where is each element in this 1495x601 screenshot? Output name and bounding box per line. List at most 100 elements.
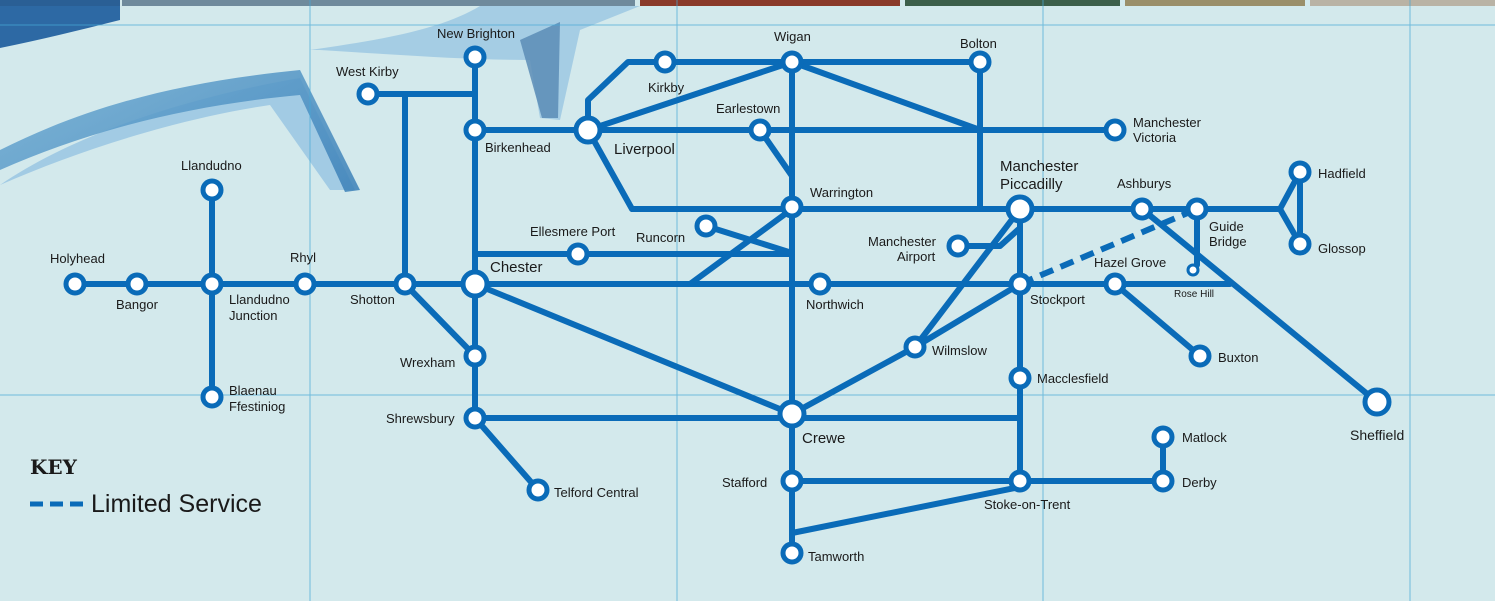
- station-earlestown[interactable]: [748, 118, 772, 142]
- station-glossop[interactable]: [1288, 232, 1312, 256]
- route-hazel-grove-buxton: [1112, 281, 1203, 359]
- label-bolton: Bolton: [960, 36, 997, 51]
- limited-service-lines: [1018, 206, 1199, 287]
- label-wigan: Wigan: [774, 29, 811, 44]
- label-stafford: Stafford: [722, 475, 767, 490]
- label-stoke: Stoke-on-Trent: [984, 497, 1071, 512]
- label-blaenau-2: Ffestiniog: [229, 399, 285, 414]
- station-northwich[interactable]: [808, 272, 832, 296]
- header-photo-strip: [0, 0, 1495, 6]
- coastline-decoration: [0, 6, 640, 192]
- station-ellesmere-port[interactable]: [566, 242, 590, 266]
- label-crewe: Crewe: [802, 430, 845, 447]
- station-labels: Holyhead Bangor Llandudno Llandudno Junc…: [50, 26, 1404, 564]
- station-shrewsbury[interactable]: [463, 406, 487, 430]
- label-warrington: Warrington: [810, 185, 873, 200]
- station-llandudno-junction[interactable]: [200, 272, 224, 296]
- station-llandudno[interactable]: [200, 178, 224, 202]
- station-guide-bridge[interactable]: [1185, 197, 1209, 221]
- station-ashburys[interactable]: [1130, 197, 1154, 221]
- station-kirkby[interactable]: [653, 50, 677, 74]
- station-warrington[interactable]: [780, 195, 804, 219]
- station-stafford[interactable]: [780, 469, 804, 493]
- label-glossop: Glossop: [1318, 241, 1366, 256]
- label-northwich: Northwich: [806, 297, 864, 312]
- station-chester[interactable]: [460, 269, 490, 299]
- label-telford: Telford Central: [554, 485, 639, 500]
- station-stoke[interactable]: [1008, 469, 1032, 493]
- label-earlestown: Earlestown: [716, 101, 780, 116]
- station-rhyl[interactable]: [293, 272, 317, 296]
- station-holyhead[interactable]: [63, 272, 87, 296]
- label-blaenau-1: Blaenau: [229, 383, 277, 398]
- label-kirkby: Kirkby: [648, 80, 685, 95]
- station-wigan[interactable]: [780, 50, 804, 74]
- label-manchester-airport-1: Manchester: [868, 234, 937, 249]
- label-tamworth: Tamworth: [808, 549, 864, 564]
- label-runcorn: Runcorn: [636, 230, 685, 245]
- route-liverpool-kirkby: [585, 59, 668, 133]
- label-llandudno: Llandudno: [181, 158, 242, 173]
- route-wigan-manchester: [789, 59, 983, 133]
- label-wilmslow: Wilmslow: [932, 343, 987, 358]
- station-hadfield[interactable]: [1288, 160, 1312, 184]
- label-derby: Derby: [1182, 475, 1217, 490]
- route-warrington-chester: [687, 206, 795, 287]
- station-markers[interactable]: [63, 45, 1392, 565]
- station-new-brighton[interactable]: [463, 45, 487, 69]
- station-buxton[interactable]: [1188, 344, 1212, 368]
- station-telford[interactable]: [526, 478, 550, 502]
- route-airport: [955, 225, 1023, 249]
- station-shotton[interactable]: [393, 272, 417, 296]
- station-blaenau[interactable]: [200, 385, 224, 409]
- station-stockport[interactable]: [1008, 272, 1032, 296]
- station-west-kirby[interactable]: [356, 82, 380, 106]
- label-manchester-piccadilly-2: Piccadilly: [1000, 176, 1063, 193]
- label-bangor: Bangor: [116, 297, 159, 312]
- station-wilmslow[interactable]: [903, 335, 927, 359]
- station-manchester-victoria[interactable]: [1103, 118, 1127, 142]
- station-tamworth[interactable]: [780, 541, 804, 565]
- label-rose-hill: Rose Hill: [1174, 289, 1214, 300]
- label-wrexham: Wrexham: [400, 355, 455, 370]
- route-liverpool-runcorn: [585, 127, 1023, 212]
- route-liverpool-wigan: [585, 59, 795, 133]
- label-sheffield: Sheffield: [1350, 427, 1404, 443]
- label-shrewsbury: Shrewsbury: [386, 411, 455, 426]
- label-holyhead: Holyhead: [50, 251, 105, 266]
- station-bangor[interactable]: [125, 272, 149, 296]
- label-chester: Chester: [490, 259, 543, 276]
- route-ashburys-sheffield: [1139, 206, 1380, 405]
- station-derby[interactable]: [1151, 469, 1175, 493]
- station-crewe[interactable]: [777, 399, 807, 429]
- label-macclesfield: Macclesfield: [1037, 371, 1109, 386]
- route-stockport-guide-bridge: [1018, 206, 1199, 287]
- station-birkenhead[interactable]: [463, 118, 487, 142]
- label-ashburys: Ashburys: [1117, 176, 1172, 191]
- station-liverpool[interactable]: [573, 115, 603, 145]
- label-buxton: Buxton: [1218, 350, 1258, 365]
- station-manchester-piccadilly[interactable]: [1005, 194, 1035, 224]
- label-llandudno-junction-2: Junction: [229, 308, 277, 323]
- station-sheffield[interactable]: [1362, 387, 1392, 417]
- station-wrexham[interactable]: [463, 344, 487, 368]
- label-hadfield: Hadfield: [1318, 166, 1366, 181]
- station-rose-hill[interactable]: [1186, 263, 1200, 277]
- label-llandudno-junction-1: Llandudno: [229, 292, 290, 307]
- station-hazel-grove[interactable]: [1103, 272, 1127, 296]
- station-macclesfield[interactable]: [1008, 366, 1032, 390]
- label-matlock: Matlock: [1182, 430, 1227, 445]
- map-key: KEY Limited Service: [30, 455, 262, 518]
- label-manchester-airport-2: Airport: [897, 249, 936, 264]
- station-runcorn[interactable]: [694, 214, 718, 238]
- key-title: KEY: [30, 455, 78, 479]
- route-piccadilly-wilmslow: [912, 206, 1023, 350]
- station-manchester-airport[interactable]: [946, 234, 970, 258]
- label-ellesmere-port: Ellesmere Port: [530, 224, 616, 239]
- label-new-brighton: New Brighton: [437, 26, 515, 41]
- route-shotton-wrexham: [402, 281, 478, 359]
- station-matlock[interactable]: [1151, 425, 1175, 449]
- station-bolton[interactable]: [968, 50, 992, 74]
- route-stoke-tamworth: [789, 484, 1023, 536]
